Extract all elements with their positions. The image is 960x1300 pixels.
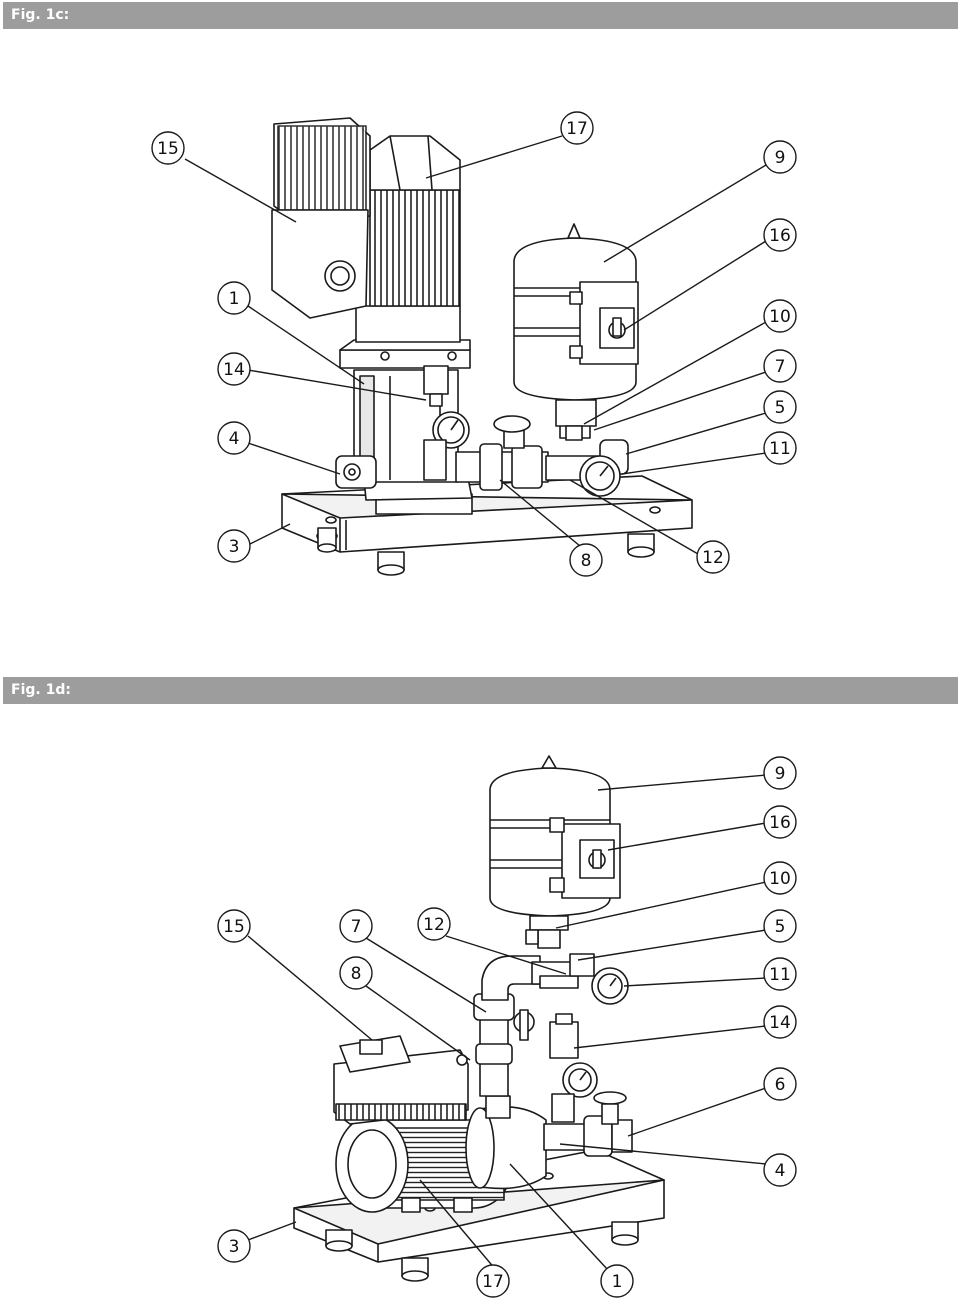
callout-1d-9-label: 9 — [775, 764, 786, 784]
callout-7: 7 — [763, 349, 797, 383]
discharge-pipe — [455, 415, 629, 497]
control-box-1d — [333, 1035, 469, 1125]
callout-16-label: 16 — [769, 226, 791, 246]
callout-1d-4-label: 4 — [775, 1161, 786, 1181]
callout-1d-11-label: 11 — [769, 965, 791, 985]
callout-1d-1: 1 — [600, 1264, 634, 1298]
callout-1d-14-label: 14 — [769, 1013, 791, 1033]
callout-12-label: 12 — [702, 548, 724, 568]
pressure-gauge-column — [423, 365, 470, 481]
callout-10: 10 — [763, 299, 797, 333]
callout-17: 17 — [560, 111, 594, 145]
callout-1d-6: 6 — [763, 1067, 797, 1101]
callout-1d-5-label: 5 — [775, 917, 786, 937]
fig-1c-leaders — [184, 135, 767, 555]
callout-1d-17: 17 — [476, 1264, 510, 1298]
callout-3: 3 — [217, 529, 251, 563]
callout-9-label: 9 — [775, 148, 786, 168]
callout-1d-1-label: 1 — [612, 1272, 623, 1292]
callout-4: 4 — [217, 421, 251, 455]
callout-1d-7: 7 — [339, 909, 373, 943]
discharge-riser-1d — [473, 955, 579, 1097]
callout-8-label: 8 — [581, 551, 592, 571]
callout-1d-16-label: 16 — [769, 813, 791, 833]
callout-15-label: 15 — [157, 139, 179, 159]
motor — [355, 135, 461, 343]
callout-17-label: 17 — [566, 119, 588, 139]
callout-1d-4: 4 — [763, 1153, 797, 1187]
callout-3-label: 3 — [229, 537, 240, 557]
callout-1d-9: 9 — [763, 756, 797, 790]
callout-1d-12: 12 — [417, 907, 451, 941]
callout-11-label: 11 — [769, 439, 791, 459]
pressure-tank — [513, 223, 639, 441]
callout-7-label: 7 — [775, 357, 786, 377]
callout-15: 15 — [151, 131, 185, 165]
callout-4-label: 4 — [229, 429, 240, 449]
callout-1d-15-label: 15 — [223, 917, 245, 937]
callout-1d-12-label: 12 — [423, 915, 445, 935]
pressure-tank-1d — [489, 755, 621, 949]
callout-8: 8 — [569, 543, 603, 577]
callout-14-label: 14 — [223, 360, 245, 380]
fig-1d-callouts: 9 16 10 15 7 12 5 8 — [217, 756, 797, 1298]
callout-5: 5 — [763, 390, 797, 424]
callout-1d-8-label: 8 — [351, 964, 362, 984]
callout-16: 16 — [763, 218, 797, 252]
horizontal-pump-unit-drawing — [293, 755, 665, 1282]
callout-14: 14 — [217, 352, 251, 386]
callout-1d-16: 16 — [763, 805, 797, 839]
pump-head-1d — [465, 1095, 633, 1190]
callout-1d-3-label: 3 — [229, 1237, 240, 1257]
callout-1-label: 1 — [229, 289, 240, 309]
callout-1d-14: 14 — [763, 1005, 797, 1039]
callout-1d-5: 5 — [763, 909, 797, 943]
callout-5-label: 5 — [775, 398, 786, 418]
callout-10-label: 10 — [769, 307, 791, 327]
figure-1d-title: Fig. 1d: — [3, 677, 958, 704]
callout-1: 1 — [217, 281, 251, 315]
control-box — [271, 117, 371, 319]
callout-1d-10-label: 10 — [769, 869, 791, 889]
callout-1d-11: 11 — [763, 957, 797, 991]
callout-1d-17-label: 17 — [482, 1272, 504, 1292]
callout-9: 9 — [763, 140, 797, 174]
fig-1d-leaders — [247, 774, 767, 1271]
callout-1d-3: 3 — [217, 1229, 251, 1263]
gauges-1d — [549, 953, 629, 1125]
fig-1c-callouts: 15 17 9 16 1 10 14 7 — [151, 111, 797, 577]
callout-1d-15: 15 — [217, 909, 251, 943]
callout-1d-6-label: 6 — [775, 1075, 786, 1095]
callout-12: 12 — [696, 540, 730, 574]
callout-1d-8: 8 — [339, 956, 373, 990]
vertical-pump-unit-drawing — [271, 117, 693, 576]
callout-1d-7-label: 7 — [351, 917, 362, 937]
callout-1d-10: 10 — [763, 861, 797, 895]
callout-11: 11 — [763, 431, 797, 465]
figure-1c-title: Fig. 1c: — [3, 2, 958, 29]
base-plate — [281, 475, 693, 576]
